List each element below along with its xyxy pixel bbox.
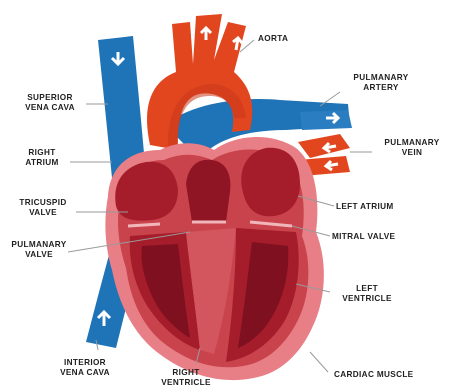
leader-cardiac-muscle: [310, 352, 328, 372]
label-left-atrium: LEFT ATRIUM: [336, 202, 394, 212]
outflow-chamber: [186, 160, 230, 222]
label-right-atrium: RIGHT ATRIUM: [14, 148, 70, 168]
label-left-ventricle: LEFT VENTRICLE: [332, 284, 402, 304]
pulmonary-artery-branch: [300, 110, 352, 130]
label-aorta: AORTA: [258, 34, 288, 44]
tricuspid-valve-mark: [128, 224, 160, 226]
label-superior-vena-cava: SUPERIOR VENA CAVA: [14, 93, 86, 113]
label-right-ventricle: RIGHT VENTRICLE: [148, 368, 224, 388]
label-pulmonary-valve: PULMANARY VALVE: [4, 240, 74, 260]
label-pulmonary-vein: PULMANARY VEIN: [372, 138, 452, 158]
label-pulmonary-artery: PULMANARY ARTERY: [340, 73, 422, 93]
label-mitral-valve: MITRAL VALVE: [332, 232, 395, 242]
label-interior-vena-cava: INTERIOR VENA CAVA: [50, 358, 120, 378]
label-tricuspid-valve: TRICUSPID VALVE: [10, 198, 76, 218]
left-atrium-chamber: [241, 148, 300, 216]
label-cardiac-muscle: CARDIAC MUSCLE: [334, 370, 414, 380]
